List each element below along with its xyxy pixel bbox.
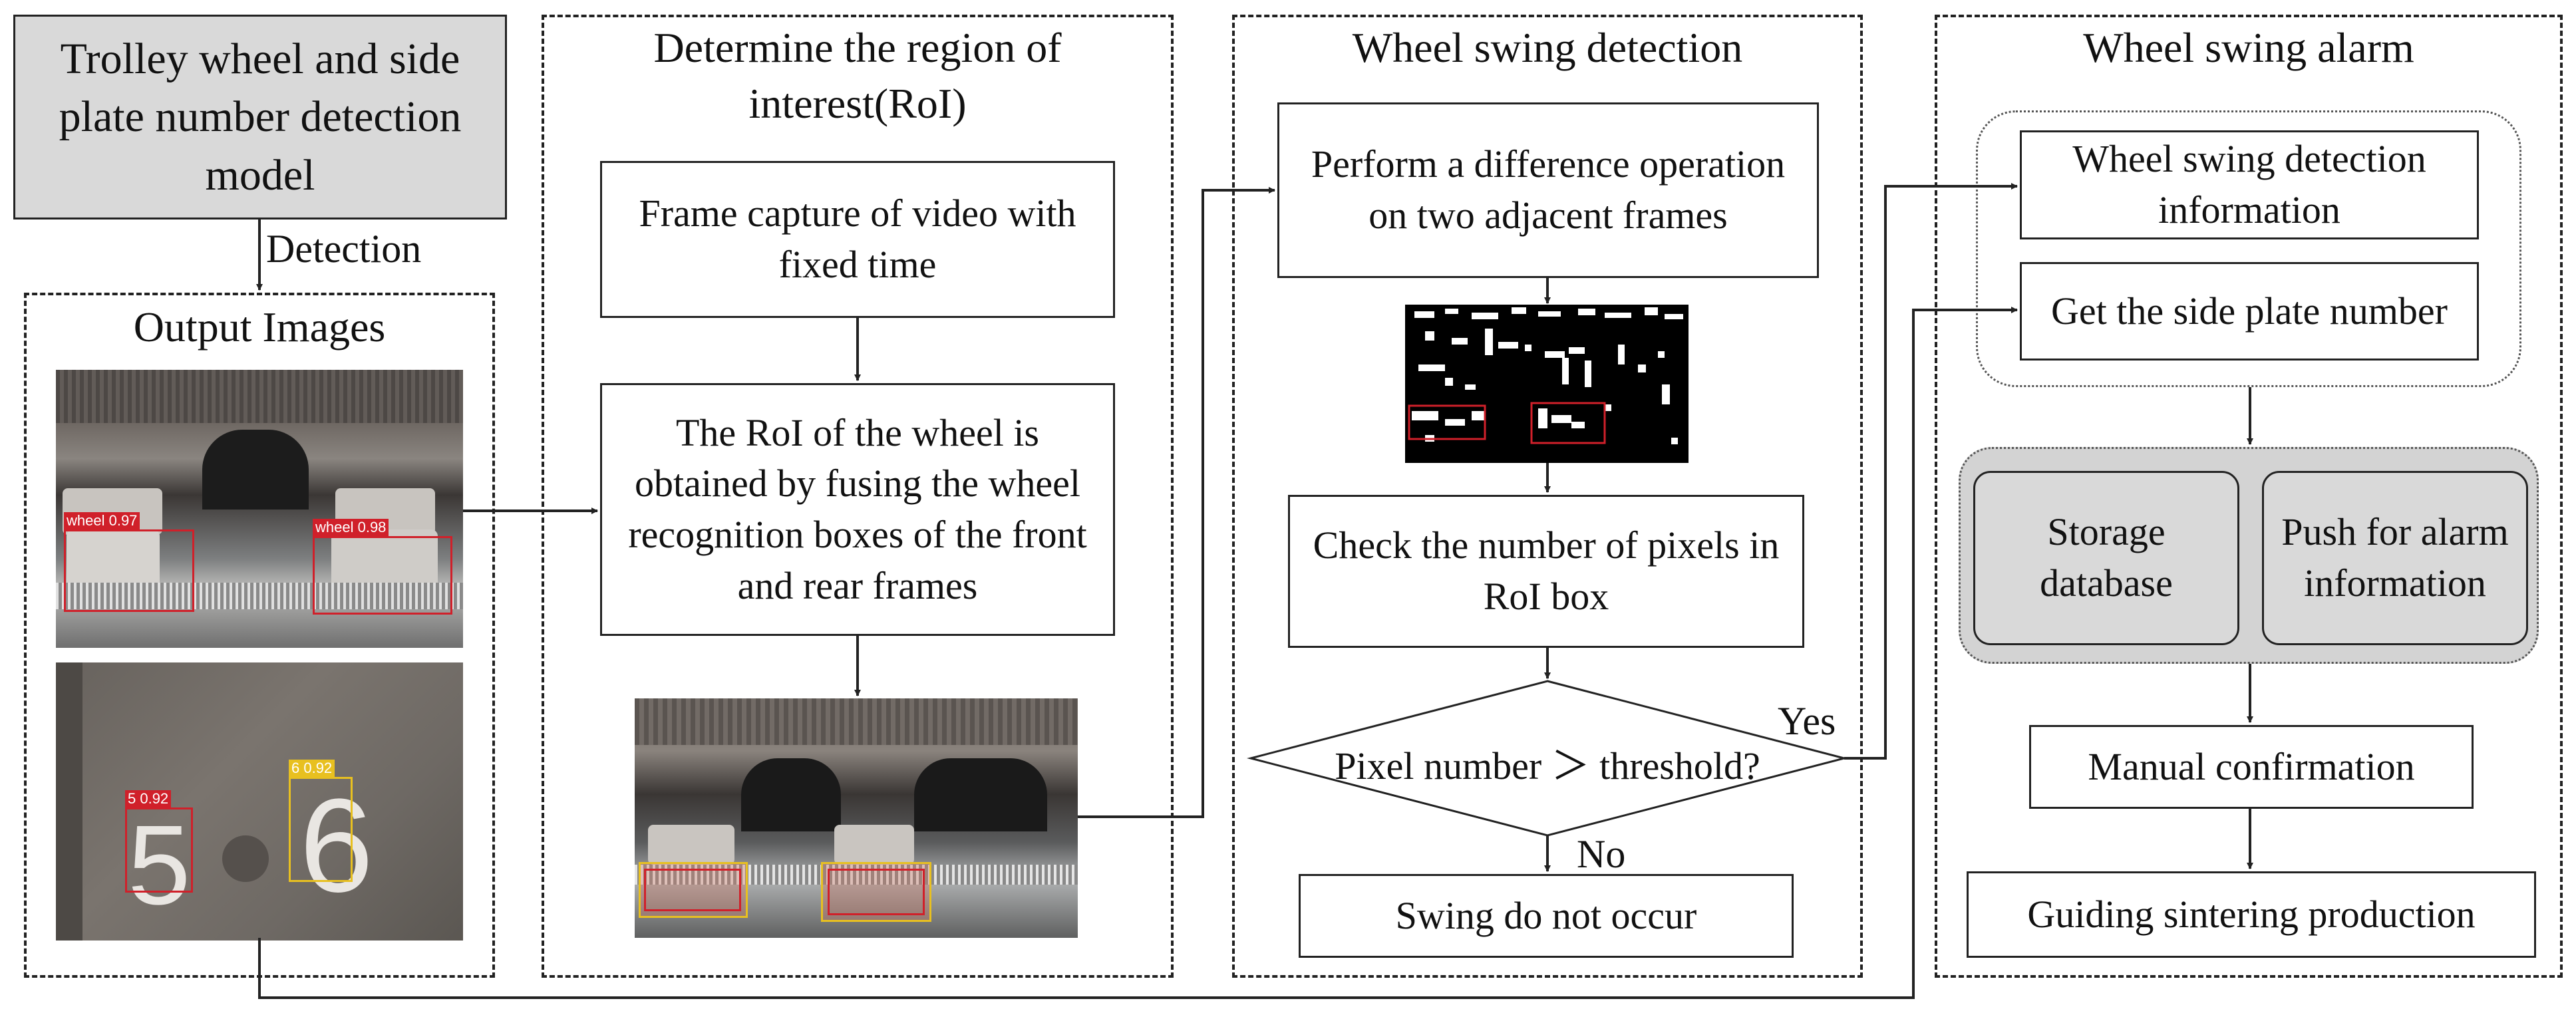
push-alarm-box: Push for alarm information	[2262, 471, 2528, 645]
swing-info-label: Wheel swing detection information	[2072, 137, 2426, 231]
output-images-title: Output Images	[133, 303, 386, 351]
swing-alarm-title: Wheel swing alarm	[2083, 24, 2414, 71]
manual-confirmation-box: Manual confirmation	[2029, 725, 2474, 809]
pixel-count-box: Check the number of pixels in RoI box	[1288, 495, 1804, 648]
roi-result-photo	[635, 698, 1078, 938]
frame-capture-box: Frame capture of video with fixed time	[600, 161, 1115, 318]
pixel-count-label: Check the number of pixels in RoI box	[1313, 523, 1780, 618]
swing-info-box: Wheel swing detection information	[2020, 130, 2479, 239]
storage-database-label: Storage database	[2040, 510, 2173, 605]
storage-database-box: Storage database	[1973, 471, 2239, 645]
yes-label: Yes	[1778, 699, 1836, 743]
difference-operation-box: Perform a difference operation on two ad…	[1277, 102, 1819, 278]
difference-operation-label: Perform a difference operation on two ad…	[1311, 142, 1786, 237]
no-label: No	[1577, 832, 1626, 876]
frame-capture-label: Frame capture of video with fixed time	[639, 192, 1076, 286]
wheel-detection-photo: wheel 0.97 wheel 0.98	[56, 370, 463, 648]
guiding-production-box: Guiding sintering production	[1967, 871, 2536, 958]
swing-not-occur-label: Swing do not occur	[1395, 893, 1697, 937]
roi-fusion-label: The RoI of the wheel is obtained by fusi…	[628, 410, 1087, 607]
detection-model-label: Trolley wheel and side plate number dete…	[59, 35, 462, 200]
decision-label: Pixel number ＞ threshold?	[1335, 744, 1760, 788]
difference-image	[1405, 305, 1689, 463]
manual-confirmation-label: Manual confirmation	[2088, 744, 2415, 788]
roi-panel-title: Determine the region of interest(RoI)	[653, 24, 1062, 128]
push-alarm-label: Push for alarm information	[2281, 510, 2509, 605]
wheel-right-detection-label: wheel 0.98	[313, 519, 389, 536]
digit-5-detection-label: 5 0.92	[125, 790, 172, 807]
side-plate-label: Get the side plate number	[2051, 289, 2448, 333]
guiding-production-label: Guiding sintering production	[2027, 892, 2476, 936]
detection-label: Detection	[266, 227, 422, 271]
side-plate-box: Get the side plate number	[2020, 262, 2479, 361]
plate-number-detection-photo: 5 6 5 0.92 6 0.92	[56, 662, 463, 941]
roi-fusion-box: The RoI of the wheel is obtained by fusi…	[600, 383, 1115, 636]
swing-detection-title: Wheel swing detection	[1352, 24, 1743, 71]
wheel-left-detection-label: wheel 0.97	[64, 512, 140, 529]
detection-model-box: Trolley wheel and side plate number dete…	[13, 15, 507, 219]
swing-not-occur-box: Swing do not occur	[1299, 874, 1794, 958]
digit-6-detection-label: 6 0.92	[289, 760, 335, 777]
